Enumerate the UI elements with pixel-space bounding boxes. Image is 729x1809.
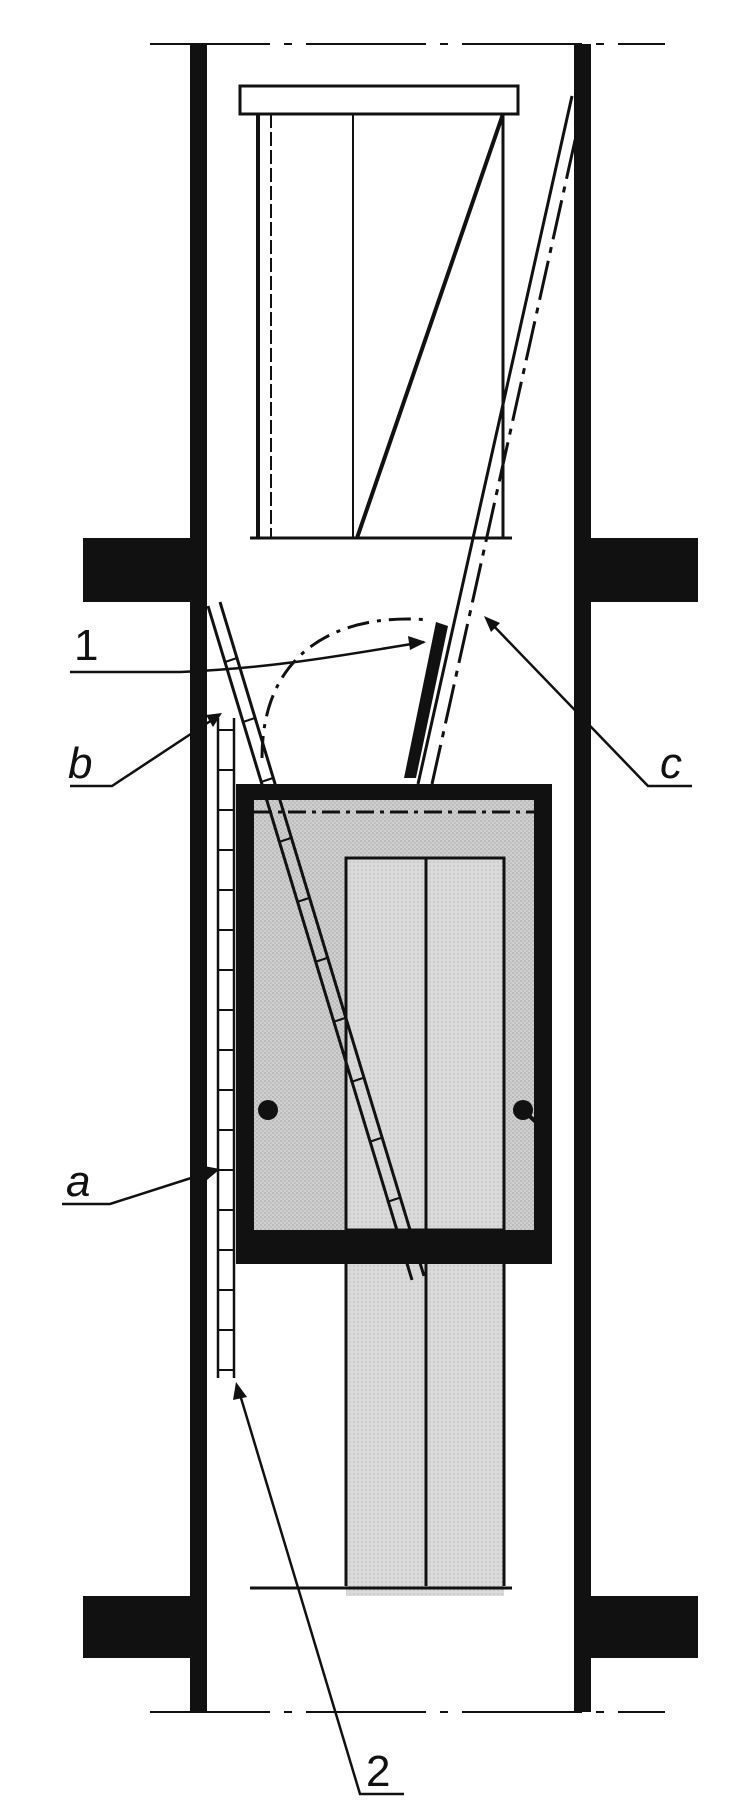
leader-1: [70, 640, 425, 674]
leader-b: [70, 714, 219, 788]
fixed-ladder: [216, 718, 236, 1378]
lower-landing-door: [250, 1264, 512, 1596]
hatch-swing-arc: [260, 617, 431, 759]
right-guide-shoe-stub: [521, 1108, 540, 1126]
leaning-ladder-rung: [350, 1077, 364, 1083]
leader-lines: [62, 616, 692, 1796]
leaning-ladder-rung: [224, 657, 238, 663]
leaning-ladder-rung: [242, 717, 256, 723]
leaning-ladder-rung: [314, 957, 328, 963]
extended-ladder-rail-left: [416, 95, 574, 785]
upper-door-diagonal: [355, 113, 505, 539]
leaning-ladder-rail-right: [218, 601, 426, 1277]
label-2: 2: [366, 1747, 390, 1796]
floor-slabs: [83, 538, 698, 1658]
label-b: b: [68, 739, 92, 788]
leaning-ladder-rung: [260, 777, 274, 783]
upper-door-lintel: [238, 84, 520, 116]
leader-1-arrowhead: [408, 636, 426, 650]
leaning-ladder-rail-left: [206, 605, 414, 1281]
leader-c-arrowhead: [484, 616, 500, 632]
left-guide-shoe: [258, 1100, 278, 1120]
upper-landing-door: [238, 84, 520, 540]
lower-right-slab: [574, 1596, 698, 1658]
leader-b-arrowhead: [206, 713, 222, 727]
leaning-ladder-rung: [332, 1017, 346, 1023]
labels: 1 b c a 2: [66, 621, 682, 1796]
leader-2-arrowhead: [233, 1382, 247, 1400]
extended-ladder: [416, 95, 586, 785]
upper-left-slab: [83, 538, 207, 602]
label-c: c: [660, 739, 682, 788]
leader-2: [236, 1387, 404, 1796]
leaning-ladder: [206, 601, 426, 1281]
leaning-ladder-rung: [368, 1137, 382, 1143]
leader-c: [487, 619, 692, 788]
shaft-walls: [190, 44, 591, 1712]
extended-ladder-rail-right: [430, 99, 586, 785]
hatch-lid: [404, 622, 448, 778]
car-floor-beam: [236, 1230, 552, 1264]
right-shaft-wall: [574, 44, 591, 1712]
label-a: a: [66, 1157, 90, 1206]
upper-right-slab: [574, 538, 698, 602]
left-shaft-wall: [190, 44, 207, 1712]
roof-hatch: [260, 617, 448, 778]
leaning-ladder-rung: [386, 1197, 400, 1203]
leaning-ladder-rung: [278, 837, 292, 843]
leaning-ladder-rung: [296, 897, 310, 903]
leader-a: [62, 1168, 217, 1206]
lower-left-slab: [83, 1596, 207, 1658]
leader-a-arrowhead: [204, 1166, 220, 1180]
label-1: 1: [74, 621, 98, 670]
